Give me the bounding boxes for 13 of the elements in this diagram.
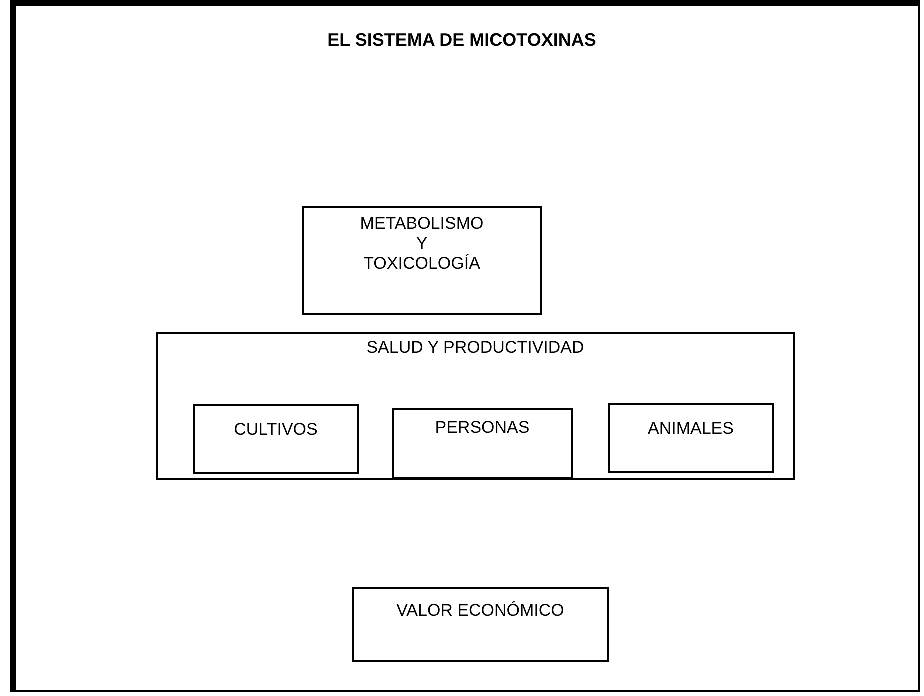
- box-label: CULTIVOS: [233, 420, 319, 440]
- process-box: [608, 403, 774, 473]
- diagram-title: EL SISTEMA DE MICOTOXINAS: [326, 30, 598, 51]
- box-label: METABOLISMO Y TOXICOLOGÍA: [360, 214, 484, 274]
- box-label: SALUD Y PRODUCTIVIDAD: [366, 338, 586, 358]
- process-box: [302, 206, 542, 315]
- process-box: [392, 408, 573, 479]
- group-box: [156, 332, 795, 480]
- box-label: PERSONAS: [434, 418, 531, 438]
- process-box: [193, 404, 359, 474]
- box-label: VALOR ECONÓMICO: [396, 601, 566, 621]
- box-label: ANIMALES: [647, 419, 735, 439]
- process-box: [352, 587, 609, 662]
